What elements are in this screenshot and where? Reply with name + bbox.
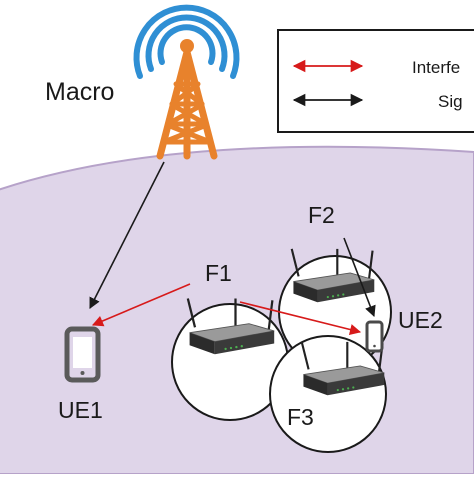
signal-waves-icon	[133, 4, 240, 79]
interference-arrow-f1-ue2	[239, 301, 362, 335]
legend-interference-label: Interfe	[412, 58, 460, 77]
macro-tower-icon	[133, 4, 240, 160]
interference-arrow-f1-ue1	[91, 283, 191, 327]
ue1-label: UE1	[58, 397, 103, 423]
legend: Interfe Sig	[277, 29, 474, 133]
f3-label: F3	[287, 404, 314, 430]
f1-label: F1	[205, 260, 232, 286]
legend-signal-label: Sig	[438, 92, 463, 111]
f2-label: F2	[308, 202, 335, 228]
ue2-label: UE2	[398, 307, 443, 333]
signal-arrow-f2-ue2	[343, 237, 376, 318]
signal-arrow-macro-ue1	[89, 161, 165, 309]
macro-label: Macro	[45, 78, 114, 106]
ue2-phone-icon	[365, 320, 384, 353]
ue1-phone-icon	[64, 326, 101, 383]
